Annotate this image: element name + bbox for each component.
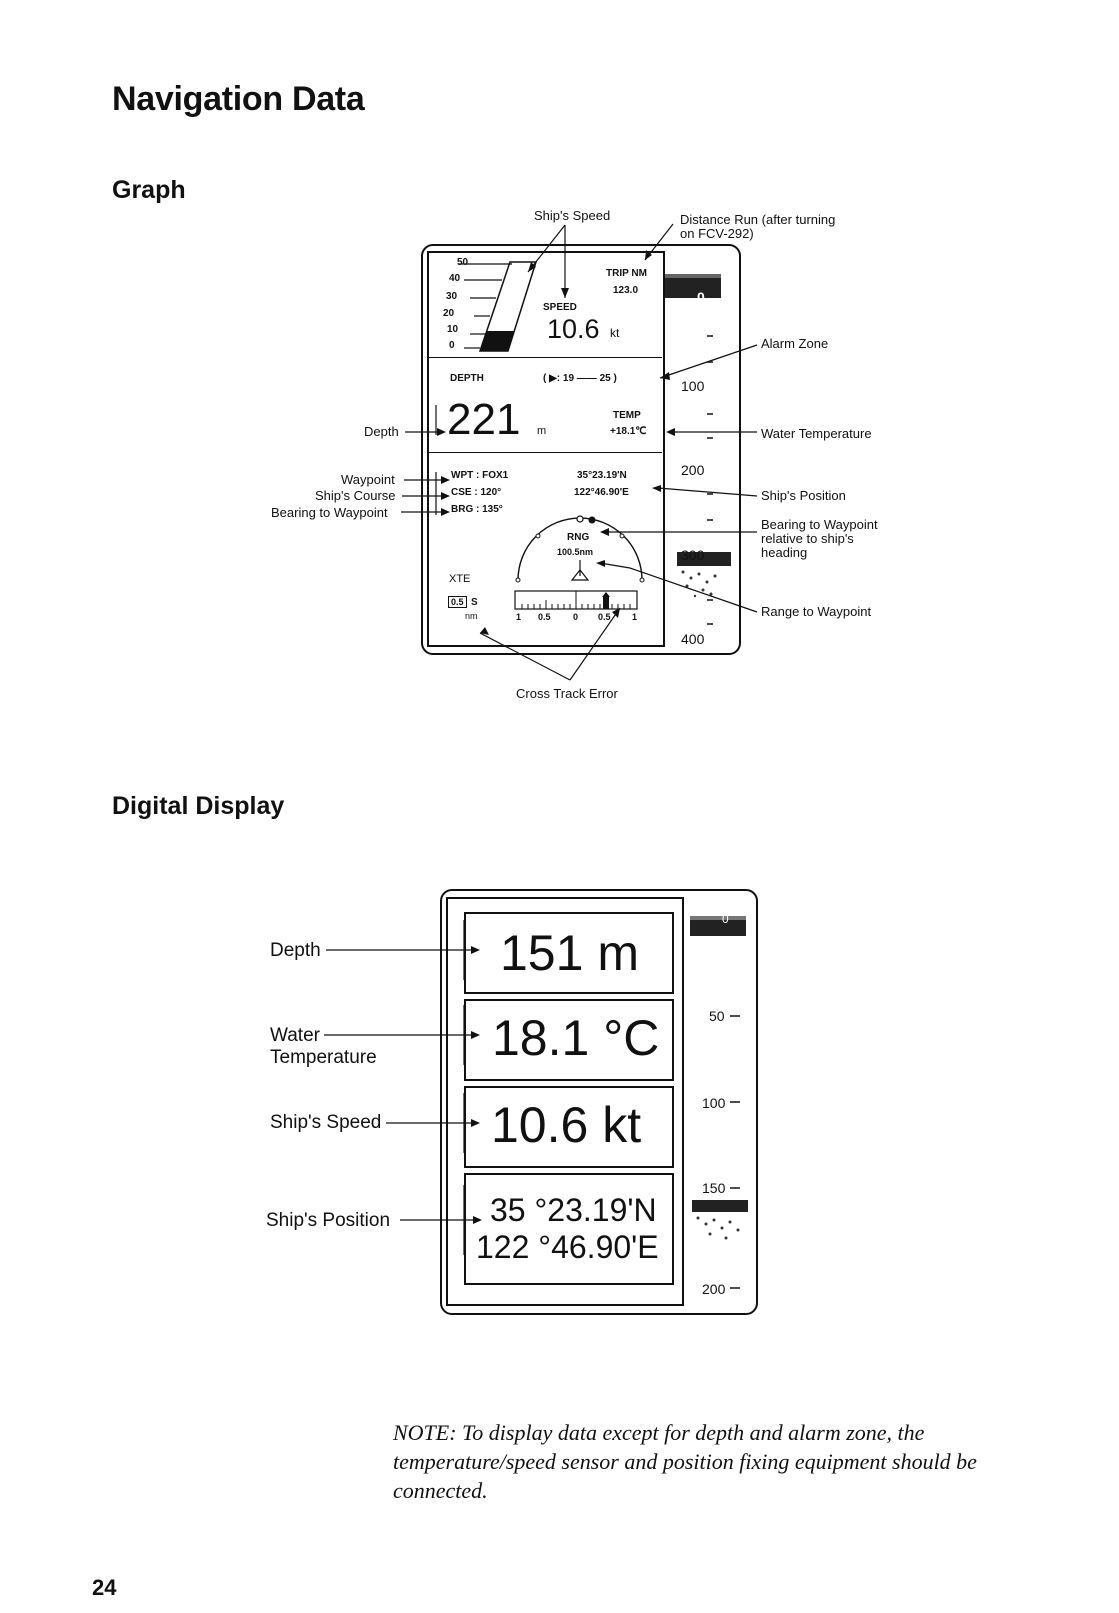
alarm-range: ( ▶: 19 —— 25 ) [543,373,617,384]
digital-echogram [690,916,748,1289]
page-number: 24 [92,1575,117,1600]
speed-scale-30: 30 [446,291,458,302]
xte-scale [514,590,638,610]
callout-ships-speed: Ship's Speed [534,208,611,223]
callout-water-temperature: Water Temperature [761,426,872,441]
xte-scale-1-right: 1 [632,612,638,622]
digital-speed-box [464,1086,674,1168]
digital-label-temperature: Temperature [270,1047,377,1068]
temp-value: +18.1℃ [610,426,647,437]
digital-position-box [464,1173,674,1285]
xte-label: XTE [449,573,471,585]
digital-lon-value: 122 °46.90'E [476,1229,659,1265]
brg-line: BRG : 135° [451,504,503,515]
digital-label-position: Ship's Position [266,1210,391,1231]
callout-depth: Depth [364,424,399,439]
trip-value: 123.0 [613,285,639,296]
lat-value: 35°23.19'N [577,470,627,481]
digital-lat-value: 35 °23.19'N [490,1192,657,1228]
digital-temperature-value: 18.1 °C [492,1010,660,1066]
graph-depth-scale-0: 0 [697,289,705,305]
digital-display-heading: Digital Display [112,792,285,820]
digital-speed-value: 10.6 kt [491,1097,642,1153]
callout-cross-track-error: Cross Track Error [516,686,618,701]
graph-divider [429,357,662,358]
speed-label: SPEED [543,302,577,313]
callout-alarm-zone: Alarm Zone [761,336,829,351]
rng-label: RNG [567,532,590,543]
callout-ships-position: Ship's Position [761,488,846,503]
speed-scale-0: 0 [449,340,455,351]
callout-ships-course: Ship's Course [315,488,396,503]
graph-depth-scale-100: 100 [681,378,705,394]
speed-scale-50: 50 [457,257,469,268]
digital-temperature-box [464,999,674,1081]
note-text: NOTE: To display data except for depth a… [393,1420,977,1503]
graph-echogram [665,274,731,625]
digital-label-depth: Depth [270,940,321,961]
xte-unit: nm [465,611,478,621]
callout-range-to-waypoint: Range to Waypoint [761,604,872,619]
speed-scale-20: 20 [443,308,455,319]
digital-depth-scale-50: 50 [709,1008,725,1024]
bearing-dial [515,515,645,583]
callout-waypoint: Waypoint [341,472,395,487]
graph-divider [429,452,662,453]
callout-bearing-to-waypoint: Bearing to Waypoint [271,505,388,520]
rng-value: 100.5nm [557,547,594,557]
digital-depth-scale-200: 200 [702,1281,726,1297]
callout-bearing-relative-3: heading [761,545,808,560]
lon-value: 122°46.90'E [574,487,629,498]
xte-scale-05-left: 0.5 [538,612,551,622]
xte-value: 0.5 [448,596,467,608]
digital-depth-scale-150: 150 [702,1180,726,1196]
speed-unit: kt [610,326,620,340]
graph-depth-scale-200: 200 [681,462,705,478]
callout-bearing-relative-1: Bearing to Waypoint [761,517,878,532]
digital-label-speed: Ship's Speed [270,1112,382,1133]
xte-s: S [471,597,478,608]
digital-depth-scale-100: 100 [702,1095,726,1111]
depth-label: DEPTH [450,373,484,384]
graph-callout-lines [401,223,758,681]
digital-data-panel [446,897,684,1306]
callout-bearing-relative-2: relative to ship's [761,531,854,546]
xte-scale-05-right: 0.5 [598,612,611,622]
depth-value: 221 [447,395,521,444]
speed-value: 10.6 [547,314,600,344]
callout-distance-run-1: Distance Run (after turning [680,212,836,227]
digital-depth-box [464,912,674,994]
digital-callout-lines [324,920,482,1255]
cse-line: CSE : 120° [451,487,502,498]
graph-heading: Graph [112,176,186,204]
xte-scale-0: 0 [573,612,579,622]
digital-depth-scale-0: 0 [722,912,729,926]
speed-scale-40: 40 [449,273,461,284]
graph-depth-scale-300: 300 [681,547,705,563]
speed-scale-10: 10 [447,324,459,335]
temp-label: TEMP [613,410,641,421]
digital-label-water: Water [270,1025,320,1046]
graph-depth-scale-400: 400 [681,631,705,647]
digital-depth-value: 151 m [500,925,639,981]
page-title: Navigation Data [112,80,365,118]
wpt-line: WPT : FOX1 [451,470,509,481]
xte-scale-1-left: 1 [516,612,522,622]
graph-data-panel [427,251,665,647]
callout-distance-run-2: on FCV-292) [680,226,754,241]
depth-unit: m [537,425,547,437]
trip-label: TRIP NM [606,268,647,279]
